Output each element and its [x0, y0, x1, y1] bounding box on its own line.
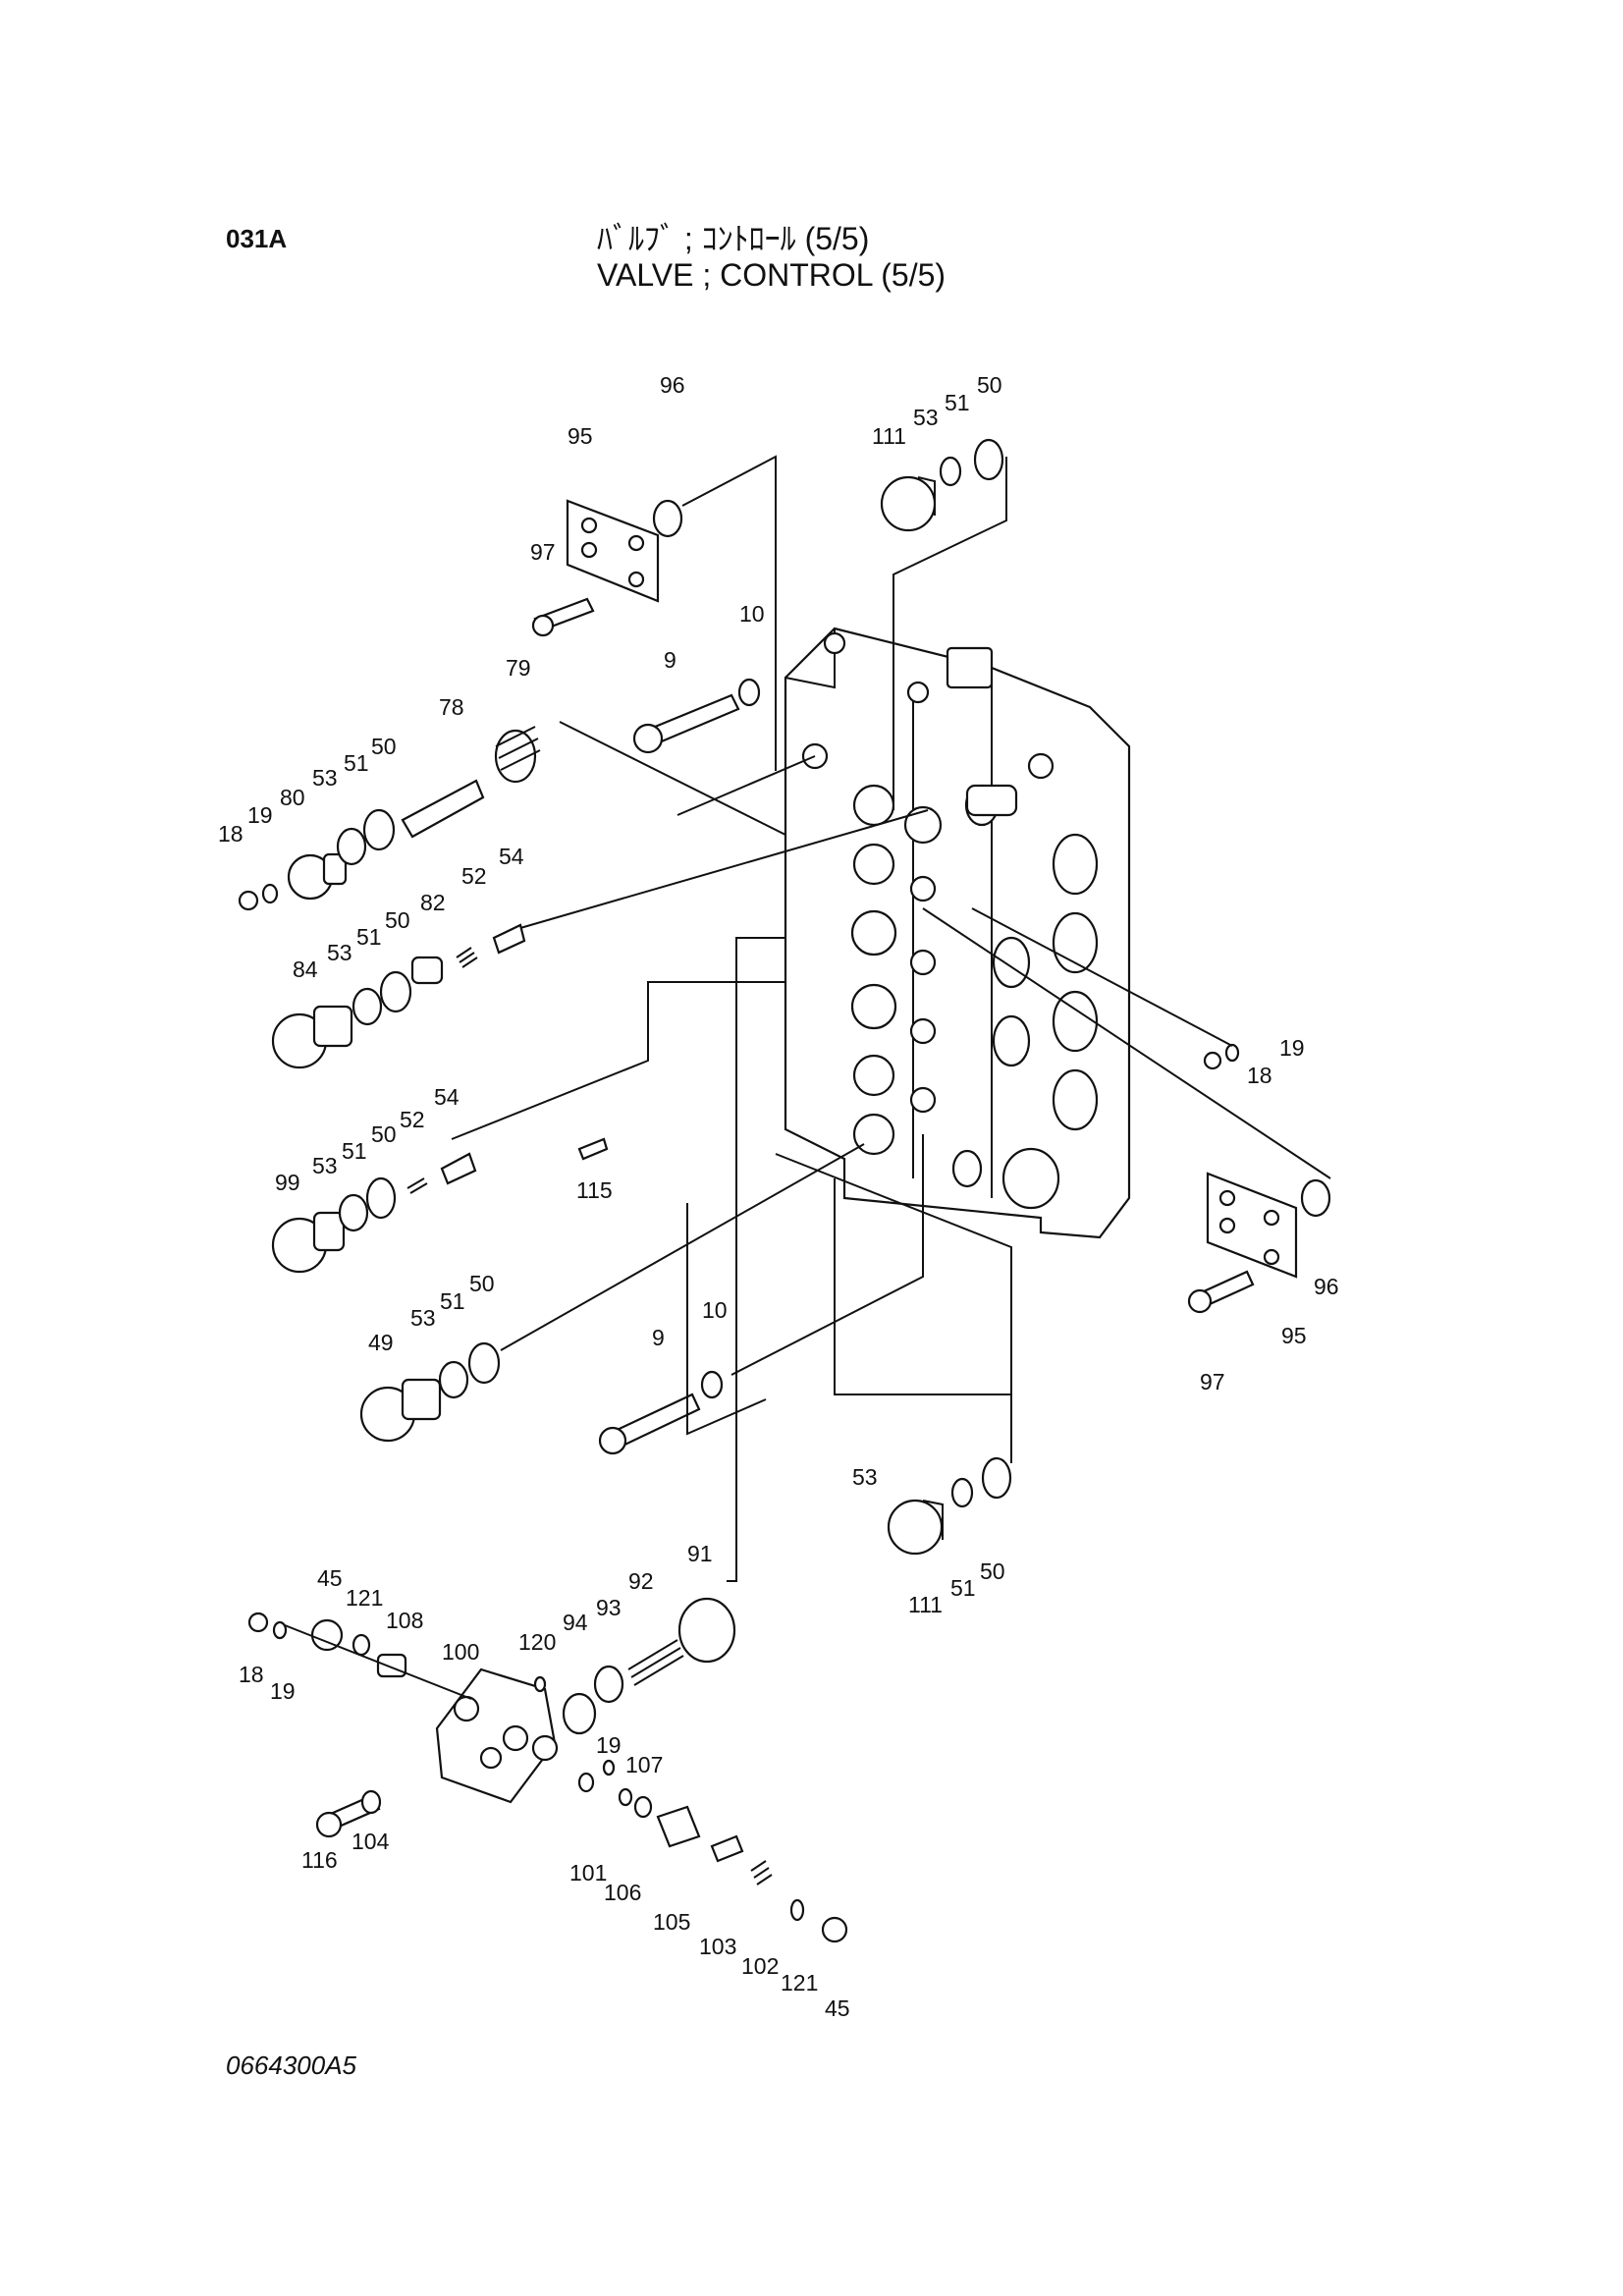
callout-10: 10: [739, 601, 765, 627]
callout-45: 45: [317, 1565, 343, 1591]
spool-assembly-80: [238, 726, 541, 911]
valve-body: [784, 627, 1131, 1239]
callout-18: 18: [218, 821, 243, 847]
page-code: 031A: [226, 224, 288, 253]
callout-51: 51: [342, 1138, 367, 1164]
callout-10: 10: [702, 1297, 728, 1323]
callout-111: 111: [872, 423, 906, 449]
callout-108: 108: [386, 1608, 423, 1633]
callout-96: 96: [1314, 1274, 1339, 1299]
cover-plate-top: [531, 499, 683, 637]
title-english: VALVE ; CONTROL (5/5): [597, 257, 947, 293]
callout-53: 53: [312, 1153, 338, 1178]
callout-50: 50: [371, 734, 397, 759]
callout-79: 79: [506, 655, 531, 681]
lower-block-100: [247, 1597, 848, 1943]
callout-53: 53: [327, 940, 352, 965]
plug-111-bottom: [887, 1456, 1012, 1556]
callout-labels: 96 95 97 111 53 51 50 10 9 79 78 18 19 8…: [218, 372, 1339, 2021]
callout-96: 96: [660, 372, 685, 398]
callout-93: 93: [596, 1595, 622, 1620]
callout-94: 94: [563, 1610, 588, 1635]
callout-9: 9: [664, 647, 676, 673]
assembly-lines: [284, 455, 1331, 1700]
callout-50: 50: [469, 1271, 495, 1296]
callout-51: 51: [344, 750, 369, 776]
callout-92: 92: [628, 1568, 654, 1594]
callout-53: 53: [852, 1464, 878, 1490]
callout-54: 54: [434, 1084, 460, 1110]
callout-115: 115: [576, 1177, 613, 1203]
callout-84: 84: [293, 957, 318, 982]
callout-95: 95: [1281, 1323, 1307, 1348]
callout-104: 104: [352, 1829, 390, 1854]
callout-51: 51: [945, 390, 970, 415]
callout-51: 51: [440, 1288, 465, 1314]
callout-53: 53: [312, 765, 338, 791]
callout-54: 54: [499, 844, 524, 869]
callout-116: 116: [301, 1847, 338, 1873]
cover-plate-right: [1187, 1043, 1331, 1314]
callout-51: 51: [356, 924, 382, 950]
callout-102: 102: [741, 1953, 779, 1979]
title-japanese: ﾊﾞﾙﾌﾞ ; ｺﾝﾄﾛｰﾙ (5/5): [597, 221, 870, 256]
callout-53: 53: [913, 405, 939, 430]
callout-18: 18: [1247, 1063, 1272, 1088]
drawing-number: 0664300A5: [226, 2050, 357, 2080]
callout-19: 19: [247, 802, 273, 828]
plug-49-assembly: [359, 1341, 501, 1443]
callout-105: 105: [653, 1909, 690, 1935]
callout-52: 52: [400, 1107, 425, 1132]
callout-49: 49: [368, 1330, 394, 1355]
callout-80: 80: [280, 785, 305, 810]
callout-97: 97: [1200, 1369, 1225, 1394]
callout-82: 82: [420, 890, 446, 915]
callout-111: 111: [908, 1592, 943, 1617]
callout-50: 50: [371, 1121, 397, 1147]
callout-53: 53: [410, 1305, 436, 1331]
callout-101: 101: [569, 1860, 607, 1886]
callout-50: 50: [977, 372, 1002, 398]
callout-78: 78: [439, 694, 464, 720]
callout-120: 120: [518, 1629, 556, 1655]
callout-99: 99: [275, 1170, 300, 1195]
callout-51: 51: [950, 1575, 976, 1601]
callout-107: 107: [625, 1752, 663, 1777]
callout-103: 103: [699, 1934, 736, 1959]
callout-95: 95: [568, 423, 593, 449]
callout-100: 100: [442, 1639, 479, 1665]
plug-84-assembly: [271, 923, 526, 1069]
callout-121: 121: [346, 1585, 383, 1611]
callout-91: 91: [687, 1541, 713, 1566]
callout-97: 97: [530, 539, 556, 565]
callout-19: 19: [1279, 1035, 1305, 1061]
callout-52: 52: [461, 863, 487, 889]
callout-106: 106: [604, 1880, 641, 1905]
callout-19: 19: [596, 1732, 622, 1758]
bolt-9-top: [632, 678, 761, 754]
callout-19: 19: [270, 1678, 296, 1704]
bolt-9-bottom: [598, 1370, 724, 1455]
callout-121: 121: [781, 1970, 818, 1995]
callout-9: 9: [652, 1325, 665, 1350]
plug-99-assembly: [271, 1137, 609, 1274]
callout-50: 50: [385, 907, 410, 933]
callout-18: 18: [239, 1662, 264, 1687]
callout-50: 50: [980, 1558, 1005, 1584]
plug-111-top: [880, 438, 1004, 532]
callout-45: 45: [825, 1995, 850, 2021]
